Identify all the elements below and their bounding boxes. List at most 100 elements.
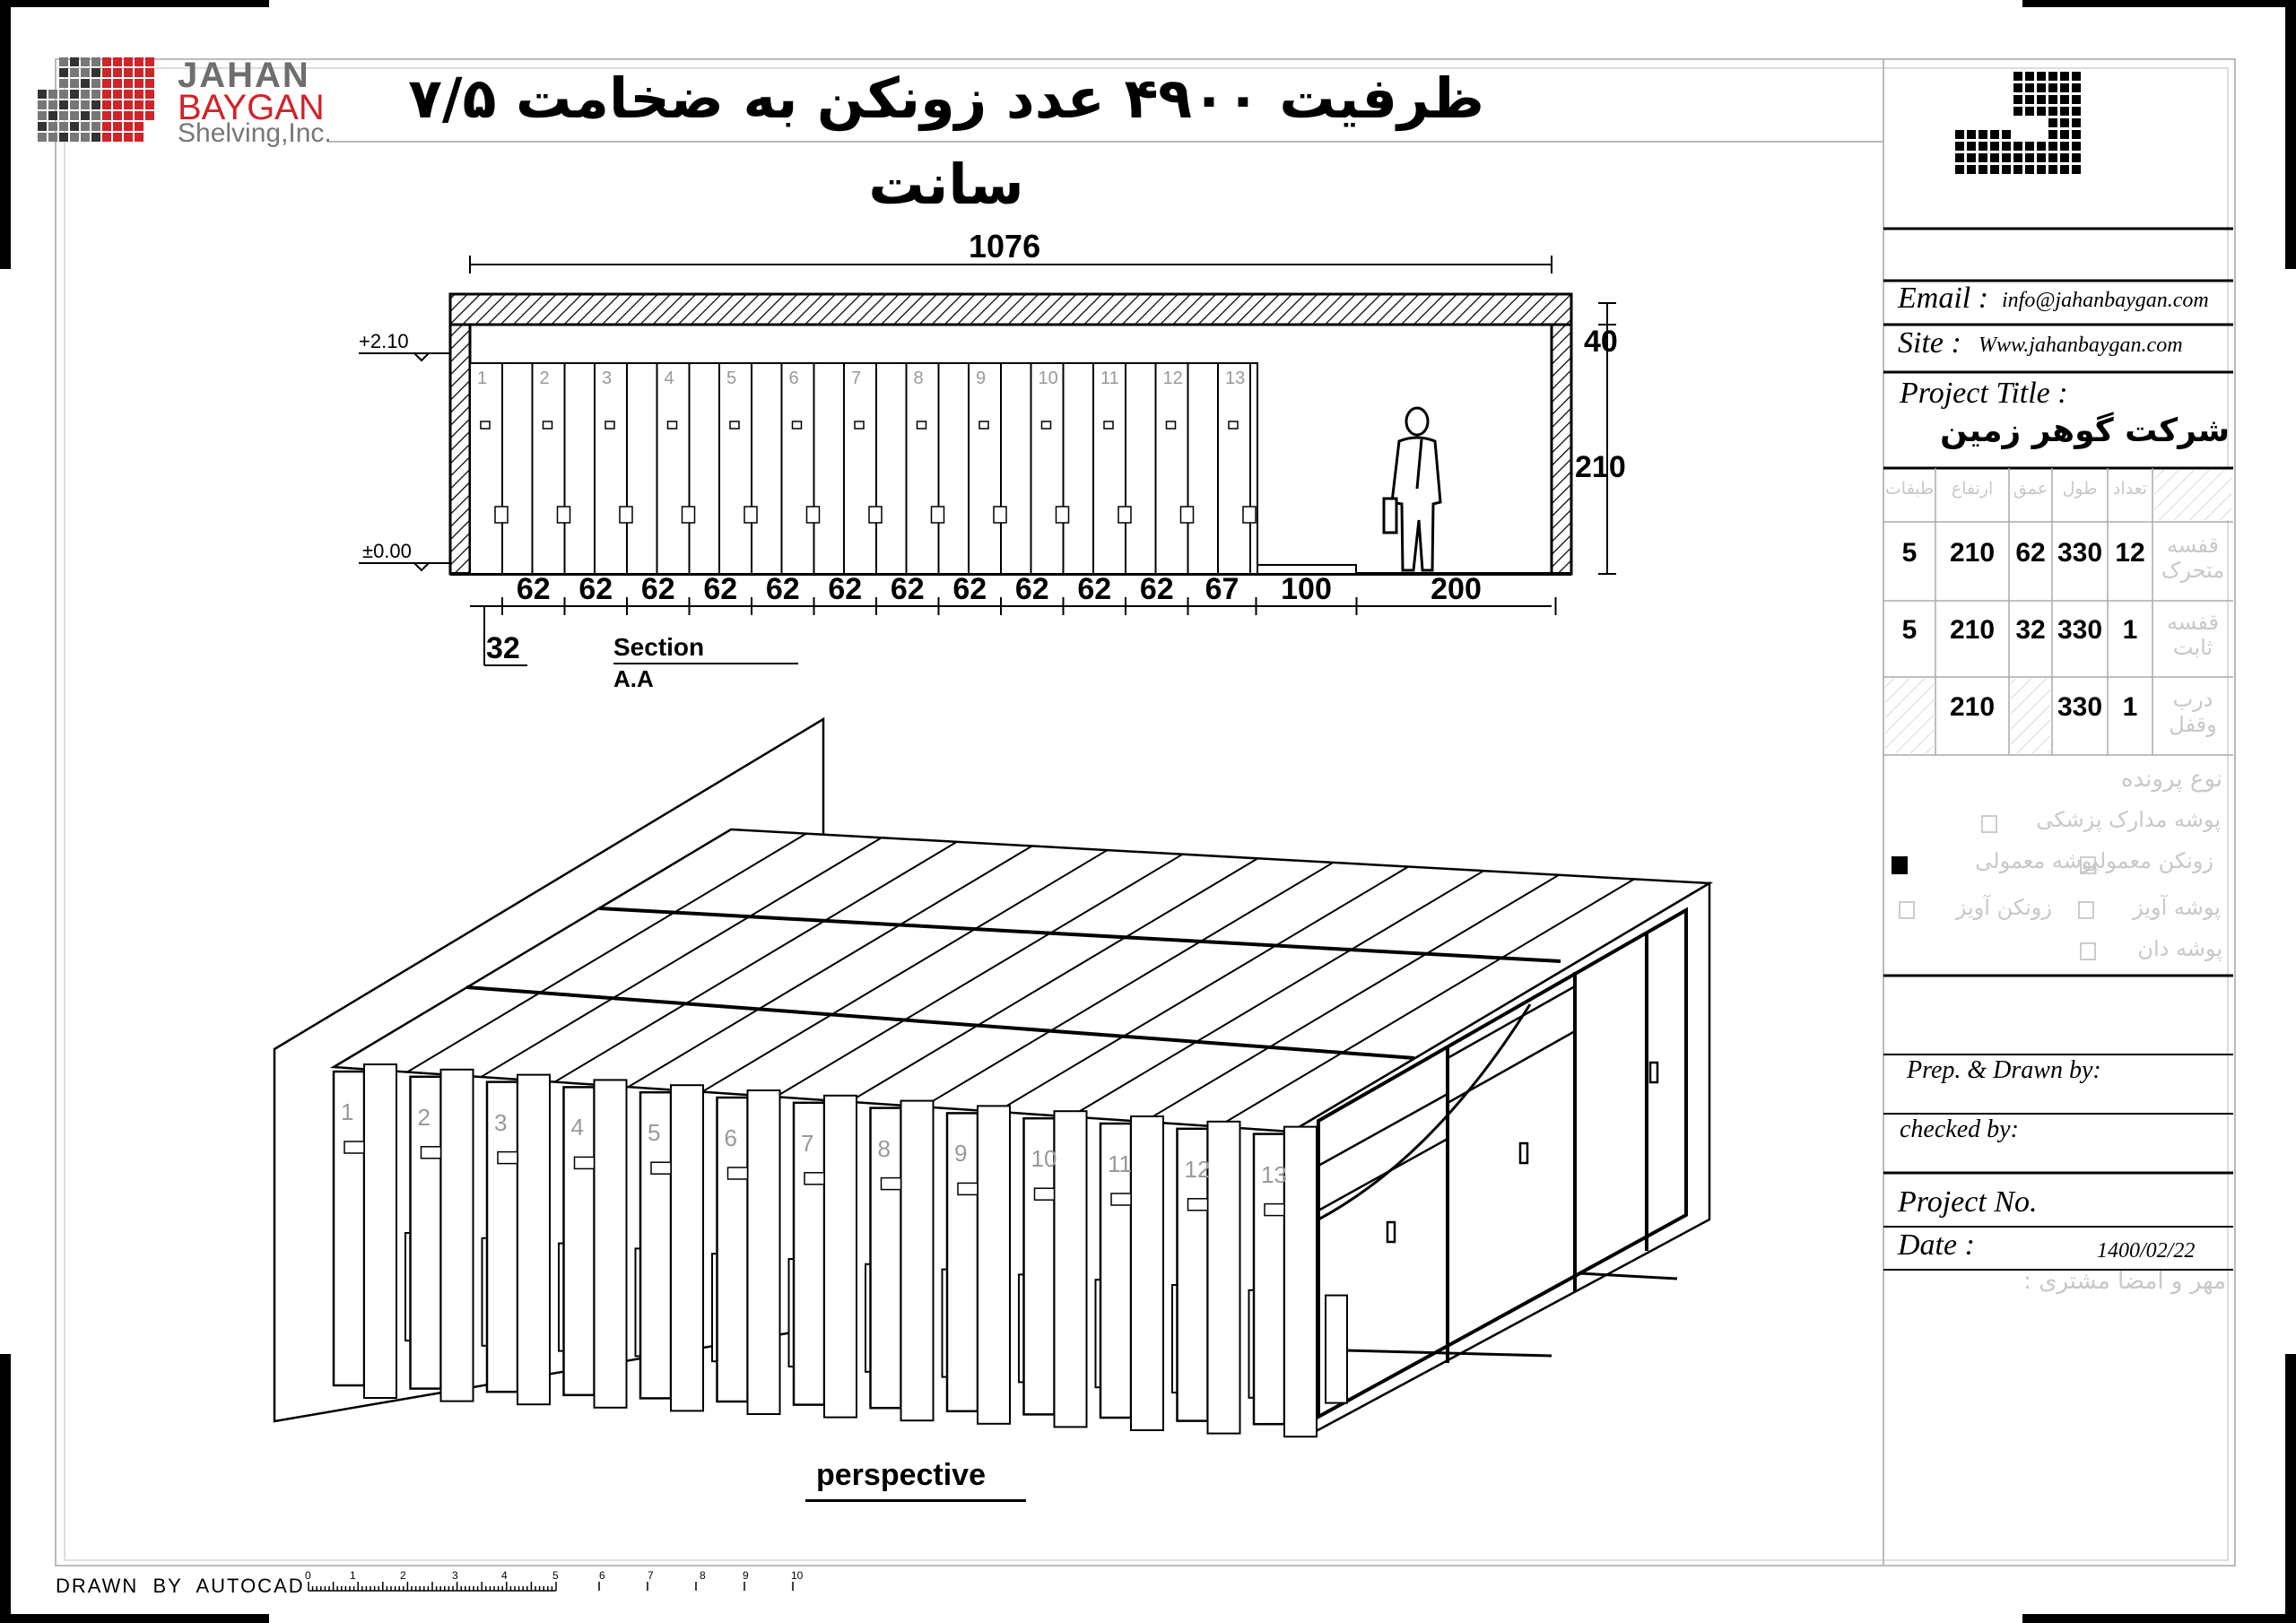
drawn-by-label: DRAWN BY AUTOCAD xyxy=(56,1575,305,1597)
table-cell: 12 xyxy=(2115,538,2145,568)
file-type-item: پوشه آویز xyxy=(2133,895,2221,920)
file-type-label: نوع پرونده xyxy=(2120,766,2222,793)
spec-table-grid xyxy=(1883,468,2233,756)
perspective-unit-face xyxy=(945,1112,979,1413)
handle-icon xyxy=(1242,506,1257,524)
label-holder xyxy=(604,421,615,430)
header-hatch xyxy=(2154,470,2231,520)
person-figure xyxy=(1382,406,1442,572)
corner-mark xyxy=(2285,1354,2296,1623)
table-header-cell: تعداد xyxy=(2112,479,2148,499)
unit-number: 4 xyxy=(664,369,674,388)
perspective-unit-face xyxy=(716,1096,749,1403)
dimension-label: 62 xyxy=(1077,572,1112,606)
dimension-label: 200 xyxy=(1431,572,1482,606)
label-holder xyxy=(542,421,553,430)
label-holder xyxy=(1228,421,1239,430)
unit-number: 10 xyxy=(1031,1145,1057,1173)
perspective-caption-underline xyxy=(805,1499,1026,1502)
unit-number: 1 xyxy=(477,369,488,388)
perspective-unit-side xyxy=(670,1084,704,1412)
unit-number: 11 xyxy=(1100,369,1119,388)
label-holder xyxy=(344,1141,365,1154)
handle-icon xyxy=(1325,1294,1348,1404)
label-holder xyxy=(916,421,927,430)
table-cell: 210 xyxy=(1949,692,1996,722)
unit-number: 8 xyxy=(913,369,924,388)
label-holder xyxy=(420,1146,442,1159)
unit-number: 3 xyxy=(602,369,613,388)
section-aa xyxy=(359,256,1616,666)
empty-cell-hatch xyxy=(2011,679,2050,753)
handle-icon xyxy=(805,506,821,524)
date-value: 1400/02/22 xyxy=(2097,1239,2196,1263)
label-holder xyxy=(1103,421,1114,430)
label-holder xyxy=(1187,1198,1209,1211)
scale-tick-label: 4 xyxy=(501,1569,508,1582)
top-grid xyxy=(406,832,1635,1128)
scale-tick-label: 7 xyxy=(648,1569,654,1582)
dimension-label: 62 xyxy=(516,572,551,606)
label-holder xyxy=(1264,1202,1285,1217)
corner-mark xyxy=(2022,1614,2296,1623)
label-holder xyxy=(480,421,491,430)
table-cell: 1 xyxy=(2122,615,2138,645)
corner-mark xyxy=(2022,0,2296,7)
perspective-unit-face xyxy=(1176,1127,1209,1422)
handle-icon xyxy=(744,506,758,524)
perspective-unit-side xyxy=(746,1089,781,1415)
table-cell: 32 xyxy=(2015,615,2046,645)
floor-plate xyxy=(1257,564,1357,575)
label-holder xyxy=(666,421,678,430)
section-unit xyxy=(905,362,970,575)
scale-tick-label: 9 xyxy=(743,1569,749,1582)
table-cell: 210 xyxy=(1949,615,1996,645)
perspective-unit-side xyxy=(363,1063,397,1399)
label-holder xyxy=(978,421,989,430)
perspective-unit-side xyxy=(1053,1110,1088,1428)
handle-icon xyxy=(993,506,1007,524)
project-no-label: Project No. xyxy=(1898,1185,2038,1219)
perspective-units xyxy=(332,1063,1348,1438)
label-holder xyxy=(729,421,740,430)
perspective-unit-face xyxy=(1252,1133,1286,1426)
section-unit xyxy=(780,362,845,575)
dimension-label: 62 xyxy=(952,572,987,606)
project-title-label: Project Title : xyxy=(1900,377,2068,410)
label-holder xyxy=(791,421,803,430)
email-value: info@jahanbaygan.com xyxy=(2002,289,2209,312)
unit-number: 4 xyxy=(570,1114,584,1141)
perspective-unit-face xyxy=(485,1081,519,1393)
dimension-label: 62 xyxy=(1139,572,1174,606)
perspective-unit-side xyxy=(900,1099,935,1422)
table-row-label: قفسه ثابت xyxy=(2167,610,2219,660)
file-type-item: زونکن معمولی xyxy=(2081,848,2213,873)
handle-icon xyxy=(1118,506,1132,524)
dimension-vertical xyxy=(1598,302,1616,575)
label-holder xyxy=(854,421,865,430)
scale-tick-label: 6 xyxy=(599,1569,605,1582)
corner-mark xyxy=(0,0,269,7)
logo-line-shelving: Shelving,Inc. xyxy=(178,118,332,148)
label-holder xyxy=(573,1156,596,1170)
unit-number: 2 xyxy=(539,369,550,388)
handle-icon xyxy=(681,506,696,524)
handle-icon xyxy=(556,506,571,524)
drawing-title: ظرفیت ۴۹۰۰ عدد زونکن به ضخامت ۷/۵ سانت xyxy=(408,65,1484,217)
unit-number: 7 xyxy=(801,1129,814,1157)
dimension-label: 100 xyxy=(1281,572,1332,606)
unit-number: 13 xyxy=(1261,1160,1287,1188)
checkbox-set xyxy=(1892,815,2096,960)
level-top-label: +2.10 xyxy=(359,330,409,352)
section-caption: Section xyxy=(613,633,705,661)
handle-icon xyxy=(868,506,883,524)
scale-tick-label: 0 xyxy=(305,1569,311,1582)
table-cell: 330 xyxy=(2057,692,2103,722)
table-header-cell: طول xyxy=(2062,479,2098,499)
corner-mark xyxy=(0,1354,11,1623)
site-label: Site : xyxy=(1898,326,1961,360)
table-cell: 210 xyxy=(1949,538,1996,568)
dimension-label: 62 xyxy=(1014,572,1049,606)
table-cell: 5 xyxy=(1901,538,1918,568)
